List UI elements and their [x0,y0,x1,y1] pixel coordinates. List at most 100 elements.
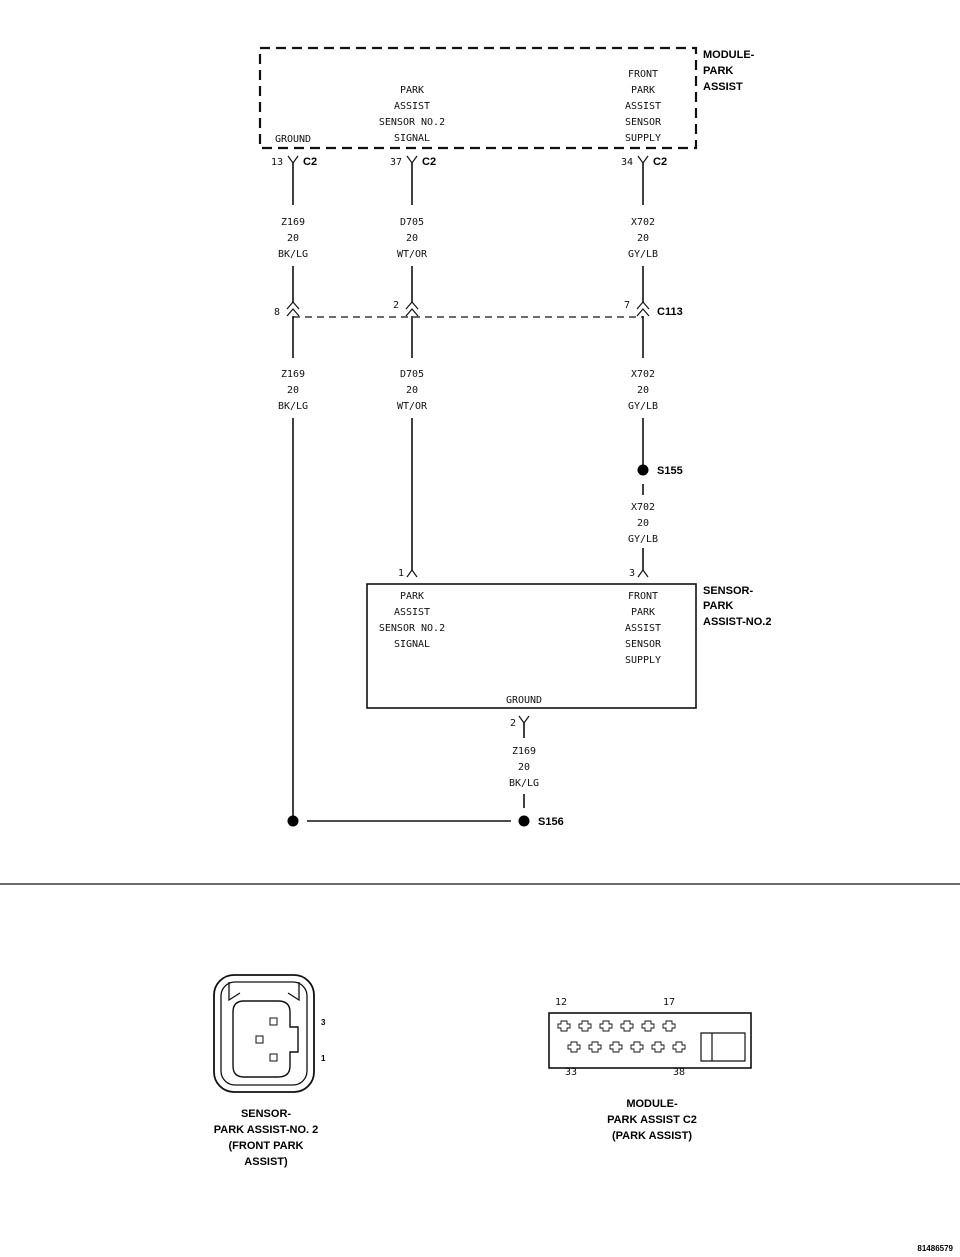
module-pin37-terminal [406,155,418,165]
wire-ground-color: BK/LG [509,778,539,789]
sensor-connector-cavity [232,1000,299,1078]
wire1-lower-gauge: 20 [287,385,299,396]
sensor-ground-label: GROUND [506,695,542,706]
wire3-sensor-gauge: 20 [637,518,649,529]
wire2-lower-color: WT/OR [397,401,428,412]
module-ground-label: GROUND [275,134,311,145]
wire2-upper-gauge: 20 [406,233,418,244]
module-connector-caption-1: MODULE- [626,1098,678,1110]
c113-pin7-terminal [636,301,650,317]
wire1-upper-color: BK/LG [278,249,308,260]
module-connector-pin12-label: 12 [555,997,567,1008]
wire3-upper-color: GY/LB [628,249,658,260]
sensor-connector-caption-1: SENSOR- [241,1108,291,1120]
module-pin37-conn: C2 [422,156,436,168]
module-pin13-conn: C2 [303,156,317,168]
c113-pin8-number: 8 [274,307,280,318]
splice-s155-label: S155 [657,465,683,477]
wire2-upper-circuit: D705 [400,217,424,228]
sensor-connector-pin1-label: 1 [321,1054,326,1063]
sensor-connector-outer [213,974,315,1093]
wire3-sensor-circuit: X702 [631,502,655,513]
sensor-name-line2: PARK [703,600,733,612]
module-pin34-terminal [637,155,649,165]
module-name-line3: ASSIST [703,81,743,93]
wire1-upper-gauge: 20 [287,233,299,244]
sensor-supply-label-4: SENSOR [625,639,662,650]
sensor-connector-caption-4: ASSIST) [244,1156,288,1168]
sensor-name-line3: ASSIST-NO.2 [703,616,771,628]
wire3-lower-gauge: 20 [637,385,649,396]
c113-pin2-terminal [405,301,419,317]
sensor-signal-label-4: SIGNAL [394,639,430,650]
sensor-signal-label-3: SENSOR NO.2 [379,623,445,634]
module-connector-outer [548,1012,752,1069]
wire2-lower-circuit: D705 [400,369,424,380]
module-connector-pin-row1-4 [620,1020,634,1032]
module-pin34-number: 34 [621,157,633,168]
module-connector-pin33-label: 33 [565,1067,577,1078]
module-connector-pin-row1-2 [578,1020,592,1032]
sensor-connector-pin2 [255,1035,264,1044]
wire3-sensor-color: GY/LB [628,534,658,545]
module-supply-label-4: SENSOR [625,117,662,128]
c113-label: C113 [657,306,683,318]
module-connector-pin-row1-5 [641,1020,655,1032]
module-signal-label-2: ASSIST [394,101,430,112]
module-connector-pin-row2-3 [609,1041,623,1053]
wire2-lower-gauge: 20 [406,385,418,396]
module-connector-key [700,1032,746,1062]
wire1-lower-color: BK/LG [278,401,308,412]
c113-pin2-number: 2 [393,300,399,311]
splice-s156-dot [518,815,530,827]
module-connector-pin-row2-6 [672,1041,686,1053]
sensor-connector-caption-3: (FRONT PARK [229,1140,304,1152]
module-name-line1: MODULE- [703,49,755,61]
c113-pin7-number: 7 [624,300,630,311]
module-connector-pin-row1-6 [662,1020,676,1032]
sensor-connector-view [213,974,315,1093]
splice-left-dot [287,815,299,827]
module-signal-label-4: SIGNAL [394,133,430,144]
sensor-connector-caption-2: PARK ASSIST-NO. 2 [214,1124,319,1136]
wire3-upper-circuit: X702 [631,217,655,228]
module-connector-pin38-label: 38 [673,1067,685,1078]
sensor-connector-pin3-label: 3 [321,1018,326,1027]
sensor-supply-label-5: SUPPLY [625,655,661,666]
module-pin13-terminal [287,155,299,165]
module-supply-label-1: FRONT [628,69,658,80]
sensor-connector-pin3 [269,1017,278,1026]
sensor-pin3-number: 3 [629,568,635,579]
module-name-line2: PARK [703,65,733,77]
sensor-pin1-number: 1 [398,568,404,579]
module-connector-pin-row2-1 [567,1041,581,1053]
sensor-connector-pin1 [269,1053,278,1062]
module-supply-label-5: SUPPLY [625,133,661,144]
figure-id: 81486579 [917,1244,953,1253]
sensor-box [366,583,697,709]
sensor-supply-label-2: PARK [631,607,655,618]
module-connector-caption-3: (PARK ASSIST) [612,1130,692,1142]
wire3-lower-color: GY/LB [628,401,658,412]
module-connector-pin-row2-2 [588,1041,602,1053]
splice-s156-label: S156 [538,816,564,828]
module-signal-label-1: PARK [400,85,424,96]
sensor-pin2-terminal [518,715,530,725]
wire2-upper-color: WT/OR [397,249,428,260]
wire3-upper-gauge: 20 [637,233,649,244]
module-pin34-conn: C2 [653,156,667,168]
module-supply-label-3: ASSIST [625,101,661,112]
sensor-signal-label-2: ASSIST [394,607,430,618]
wire-ground-gauge: 20 [518,762,530,773]
sensor-pin2-number: 2 [510,718,516,729]
module-connector-caption-2: PARK ASSIST C2 [607,1114,697,1126]
module-connector-pin-row2-5 [651,1041,665,1053]
sensor-pin3-terminal [637,568,649,578]
wire-ground-circuit: Z169 [512,746,536,757]
sensor-supply-label-1: FRONT [628,591,658,602]
park-assist-module-box [258,46,698,150]
splice-s155-dot [637,464,649,476]
sensor-supply-label-3: ASSIST [625,623,661,634]
c113-pin8-terminal [286,301,300,317]
